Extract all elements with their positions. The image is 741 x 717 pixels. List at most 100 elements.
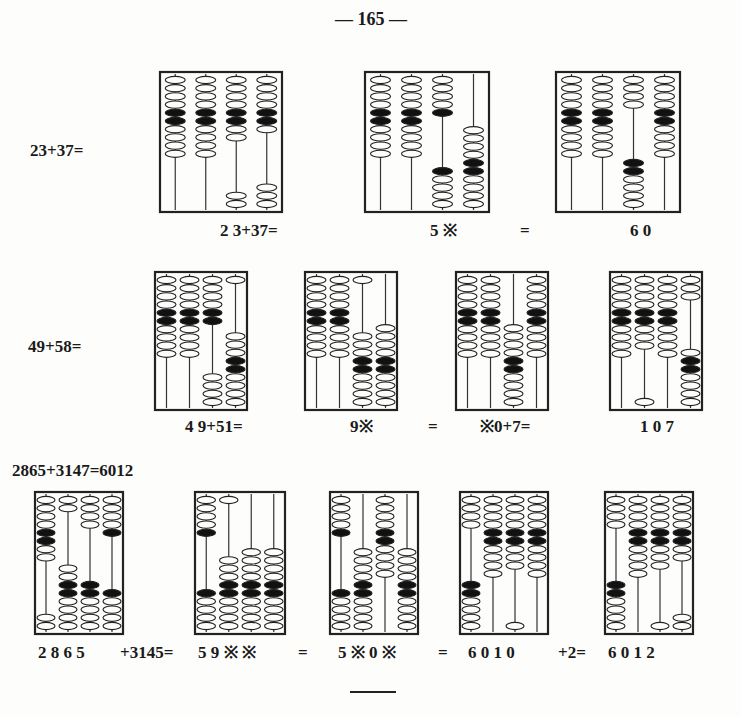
- bead: [607, 505, 625, 512]
- bead: [180, 285, 199, 292]
- bead: [307, 326, 326, 333]
- bead: [593, 134, 613, 141]
- bead: [462, 598, 480, 605]
- bead: [612, 334, 631, 341]
- bead: [593, 150, 613, 157]
- dark-bead: [624, 168, 644, 175]
- bead: [353, 374, 372, 381]
- bead: [673, 513, 691, 520]
- bead: [197, 614, 216, 621]
- bead: [398, 557, 416, 564]
- step-text: 6 0: [630, 222, 651, 239]
- abacus-frame: [155, 272, 247, 410]
- dark-bead: [681, 366, 700, 373]
- bead: [37, 546, 55, 553]
- bead: [458, 293, 477, 300]
- bead: [527, 342, 546, 349]
- abacus-frame: [610, 272, 702, 410]
- bead: [376, 505, 394, 512]
- step-text: +2=: [558, 644, 586, 661]
- bead: [593, 93, 613, 100]
- dark-bead: [504, 357, 523, 364]
- bead: [681, 293, 700, 300]
- bead: [484, 546, 502, 553]
- frame-border: [610, 272, 702, 410]
- bead: [353, 349, 372, 356]
- bead: [635, 293, 654, 300]
- bead: [330, 301, 349, 308]
- bead: [165, 93, 185, 100]
- bead: [673, 622, 691, 629]
- bead: [458, 334, 477, 341]
- bead: [484, 521, 502, 528]
- bead: [607, 513, 625, 520]
- step-text: 9※: [350, 418, 373, 435]
- bead: [562, 134, 582, 141]
- bead: [330, 326, 349, 333]
- bead: [651, 562, 669, 569]
- bead: [681, 382, 700, 389]
- bead: [59, 622, 77, 629]
- bead: [504, 382, 523, 389]
- bead: [527, 301, 546, 308]
- bead: [180, 293, 199, 300]
- dark-bead: [506, 529, 524, 536]
- bead: [562, 76, 582, 83]
- abacus-frame: [460, 492, 548, 634]
- bead: [307, 285, 326, 292]
- dark-bead: [629, 537, 647, 544]
- dark-bead: [528, 529, 546, 536]
- dark-bead: [81, 590, 99, 597]
- bead: [59, 606, 77, 613]
- bead: [265, 573, 284, 580]
- bead: [658, 350, 677, 357]
- bead: [197, 598, 216, 605]
- dark-bead: [635, 309, 654, 316]
- dark-bead: [651, 537, 669, 544]
- bead: [481, 350, 500, 357]
- bead: [376, 333, 395, 340]
- bead: [528, 554, 546, 561]
- bead: [371, 142, 391, 149]
- bead: [165, 85, 185, 92]
- bead: [371, 85, 391, 92]
- bead: [629, 513, 647, 520]
- bead: [242, 598, 261, 605]
- bead: [37, 614, 55, 621]
- bead: [376, 562, 394, 569]
- bead: [220, 557, 239, 564]
- dark-bead: [196, 109, 216, 116]
- bead: [203, 390, 222, 397]
- bead: [165, 101, 185, 108]
- bead: [330, 350, 349, 357]
- bead: [681, 285, 700, 292]
- dark-bead: [203, 309, 222, 316]
- bead: [376, 390, 395, 397]
- bead: [197, 622, 216, 629]
- bead: [504, 374, 523, 381]
- bead: [624, 176, 644, 183]
- bead: [484, 513, 502, 520]
- bead: [226, 93, 246, 100]
- dark-bead: [220, 590, 239, 597]
- bead: [376, 398, 395, 405]
- bead: [433, 93, 453, 100]
- bead: [506, 622, 524, 629]
- dark-bead: [330, 309, 349, 316]
- bead: [196, 134, 216, 141]
- dark-bead: [462, 590, 480, 597]
- dark-bead: [562, 109, 582, 116]
- bead: [681, 349, 700, 356]
- bead: [196, 93, 216, 100]
- bead: [226, 126, 246, 133]
- bead: [165, 150, 185, 157]
- abacus-frame: [365, 72, 489, 212]
- bead: [157, 326, 176, 333]
- bead: [242, 557, 261, 564]
- bead: [226, 382, 245, 389]
- bead: [506, 546, 524, 553]
- frame-border: [160, 72, 282, 212]
- bead: [462, 513, 480, 520]
- bead: [59, 505, 77, 512]
